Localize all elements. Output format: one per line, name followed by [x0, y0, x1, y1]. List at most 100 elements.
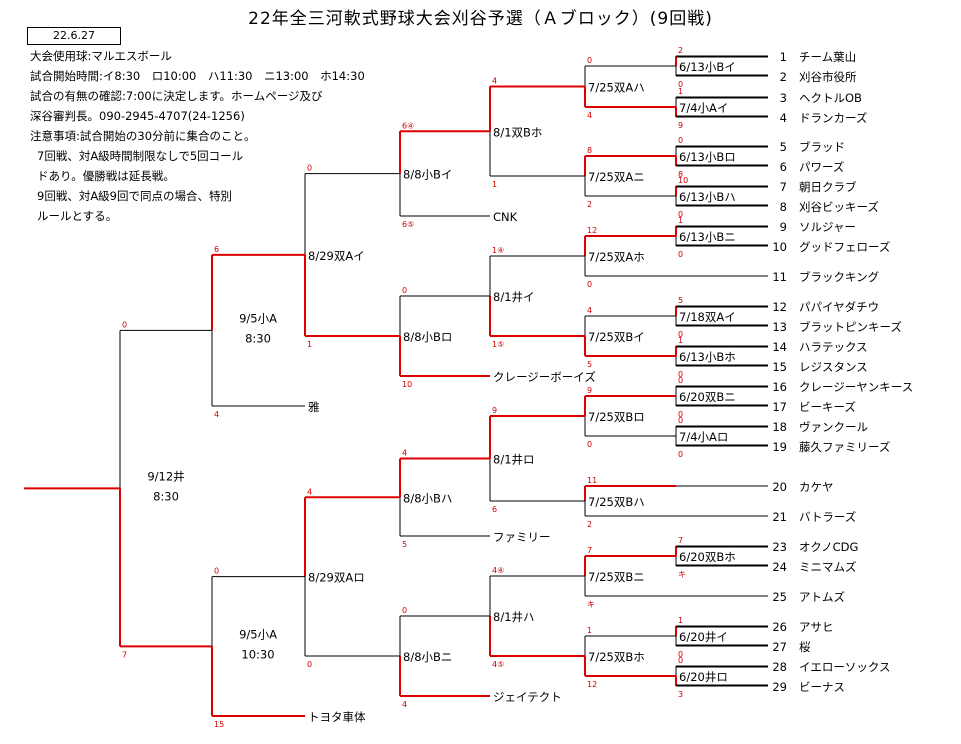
page-title: 22年全三河軟式野球大会刈谷予選（Ａブロック）(9回戦) — [248, 9, 713, 29]
r1-match-score-top: 0 — [678, 136, 683, 145]
r1-match-score-top: 1 — [678, 616, 683, 625]
note-line: 試合の有無の確認:7:00に決定します。ホームページ及び — [30, 89, 323, 103]
team-name: ビーナス — [799, 680, 845, 694]
r5-match-score-top: 0 — [307, 164, 312, 173]
team-name: 藤久ファミリーズ — [799, 440, 890, 454]
r2-match-score-bottom: 0 — [587, 440, 592, 449]
team-number: 23 — [772, 540, 787, 554]
r4-match-label: 8/8小Bイ — [403, 168, 452, 182]
r6-label: 9/5小A — [239, 627, 277, 641]
team-number: 15 — [772, 360, 787, 374]
team-name: 桜 — [799, 640, 811, 654]
r2-match-score-top: 4 — [587, 306, 592, 315]
r2-match-label: 7/25双Aニ — [588, 170, 645, 184]
team-name: ビーキーズ — [799, 400, 856, 414]
r2-match-label: 7/25双Bロ — [588, 410, 645, 424]
r1-match-label: 7/18双Aイ — [679, 310, 736, 324]
team-name: アトムズ — [799, 590, 845, 604]
r2-match-score-top: 11 — [587, 476, 597, 485]
seeded-team: 雅 — [308, 400, 320, 414]
team-number: 24 — [772, 560, 787, 574]
r1-match-score-top: 0 — [678, 656, 683, 665]
r1-match-score-top: 7 — [678, 536, 683, 545]
team-number: 16 — [772, 380, 787, 394]
r4-match-label: 8/8小Bニ — [403, 650, 452, 664]
team-name: バトラーズ — [799, 510, 856, 524]
seeded-team: ジェイテクト — [493, 690, 562, 704]
r3-match-score-top: 4 — [492, 77, 497, 86]
r4-match-score-top: 4 — [402, 449, 407, 458]
r1-match-score-bottom: 8 — [678, 170, 683, 179]
r1-match-score-top: 1 — [678, 216, 683, 225]
r1-match-label: 7/4小Aイ — [679, 101, 728, 115]
r3-match-score-bottom: 4⑤ — [492, 660, 504, 669]
r1-match-label: 6/13小Bハ — [679, 190, 736, 204]
r1-match-score-bottom: キ — [678, 570, 686, 579]
r1-match-label: 6/20井ロ — [679, 670, 728, 684]
note-line: 9回戦、対A級9回で同点の場合、特別 — [37, 189, 232, 203]
r1-match-label: 6/20双Bホ — [679, 550, 736, 564]
r2-match-label: 7/25双Aハ — [588, 81, 645, 95]
r1-match-score-bottom: 0 — [678, 250, 683, 259]
team-number: 13 — [772, 320, 787, 334]
note-line: ドあり。優勝戦は延長戦。 — [37, 169, 175, 183]
r1-match-label: 6/13小Bホ — [679, 350, 736, 364]
r6-score-bottom: 15 — [214, 720, 224, 729]
team-number: 8 — [780, 200, 787, 214]
r2-match-score-bottom: 4 — [587, 111, 592, 120]
r2-match-score-top: 7 — [587, 546, 592, 555]
r1-match-score-bottom: 0 — [678, 210, 683, 219]
r5-match-label: 8/29双Aロ — [308, 571, 365, 585]
r3-match-score-top: 1④ — [492, 246, 504, 255]
seeded-team: クレージーボーイズ — [493, 370, 596, 384]
team-name: アサヒ — [799, 620, 834, 634]
r1-match-score-top: 2 — [678, 46, 683, 55]
team-number: 9 — [780, 220, 787, 234]
r2-match-score-bottom: キ — [587, 600, 595, 609]
r3-match-label: 8/1双Bホ — [493, 125, 542, 139]
r2-match-score-top: 12 — [587, 226, 597, 235]
team-name: ブラットピンキーズ — [799, 320, 902, 334]
r1-match-label: 6/13小Bイ — [679, 60, 736, 74]
team-number: 2 — [780, 70, 787, 84]
r1-match-label: 6/20双Bニ — [679, 390, 736, 404]
r3-match-score-top: 9 — [492, 406, 497, 415]
team-number: 6 — [780, 160, 787, 174]
team-number: 10 — [772, 240, 787, 254]
team-number: 29 — [772, 680, 787, 694]
r5-match-score-bottom: 0 — [307, 660, 312, 669]
r3-match-label: 8/1井イ — [493, 290, 535, 304]
team-name: チーム葉山 — [799, 50, 856, 64]
r2-match-score-bottom: 2 — [587, 200, 592, 209]
team-number: 11 — [772, 270, 787, 284]
r4-match-score-top: 6④ — [402, 121, 414, 130]
note-line: 7回戦、対A級時間制限なしで5回コール — [37, 149, 244, 163]
r5-match-score-top: 4 — [307, 487, 312, 496]
r1-match-score-bottom: 9 — [678, 121, 683, 130]
team-name: パワーズ — [799, 160, 844, 174]
note-line: ルールとする。 — [37, 209, 118, 223]
r1-match-score-bottom: 0 — [678, 450, 683, 459]
team-name: オクノCDG — [799, 540, 858, 554]
team-name: ドランカーズ — [799, 111, 867, 125]
team-name: グッドフェローズ — [799, 240, 890, 254]
seeded-team: トヨタ車体 — [308, 710, 366, 724]
r1-match-score-top: 10 — [678, 176, 688, 185]
team-name: 刈谷市役所 — [799, 70, 857, 84]
team-number: 18 — [772, 420, 787, 434]
r3-match-score-bottom: 1⑤ — [492, 340, 504, 349]
r3-match-score-bottom: 1 — [492, 180, 497, 189]
r4-match-score-top: 0 — [402, 606, 407, 615]
team-name: ミニマムズ — [799, 560, 857, 574]
r1-match-score-bottom: 0 — [678, 410, 683, 419]
r4-match-label: 8/8小Bロ — [403, 330, 452, 344]
team-number: 3 — [780, 91, 787, 105]
r1-match-score-top: 0 — [678, 416, 683, 425]
team-number: 25 — [772, 590, 787, 604]
r3-match-label: 8/1井ロ — [493, 453, 535, 467]
r2-match-score-top: 8 — [587, 146, 592, 155]
r1-match-score-top: 1 — [678, 87, 683, 96]
seeded-team: CNK — [493, 210, 518, 224]
r3-match-label: 8/1井ハ — [493, 610, 535, 624]
r6-time: 8:30 — [245, 331, 271, 345]
